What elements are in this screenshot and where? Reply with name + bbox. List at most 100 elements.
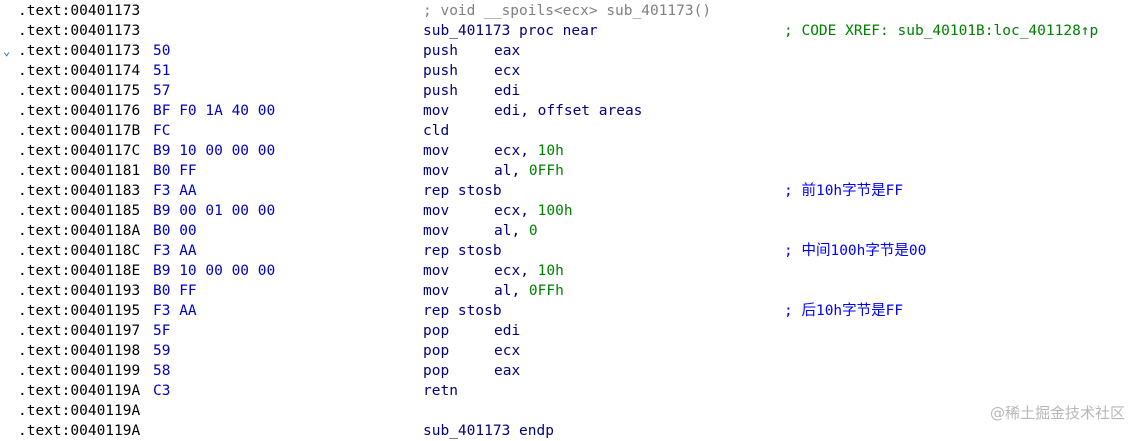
- function-prototype-comment: ; void __spoils<ecx> sub_401173(): [423, 3, 712, 19]
- instruction-mnemonic: mov: [423, 263, 450, 279]
- listing-line[interactable]: .text:00401181 B0 FF mov al, 0FFh: [0, 161, 1139, 181]
- listing-line[interactable]: .text:00401173 ; void __spoils<ecx> sub_4…: [0, 1, 1139, 21]
- line-address: .text:00401185: [18, 203, 141, 219]
- listing-line[interactable]: .text:0040118C F3 AA rep stosb ; 中间100h字节是0…: [0, 241, 1139, 261]
- opcode-bytes: B0 FF: [153, 283, 197, 299]
- opcode-bytes: F3 AA: [153, 243, 197, 259]
- listing-line[interactable]: .text:00401175 57 push edi: [0, 81, 1139, 101]
- listing-line[interactable]: .text:0040119A: [0, 401, 1139, 421]
- listing-line[interactable]: .text:00401195 F3 AA rep stosb ; 后10h字节是FF: [0, 301, 1139, 321]
- watermark: @稀土掘金技术社区: [989, 404, 1125, 422]
- listing-line[interactable]: .text:0040119A C3 retn: [0, 381, 1139, 401]
- opcode-bytes: 58: [153, 363, 171, 379]
- listing-line[interactable]: .text:00401173 sub_401173 proc near ; CODE…: [0, 21, 1139, 41]
- listing-line[interactable]: .text:00401174 51 push ecx: [0, 61, 1139, 81]
- instruction-mnemonic: push: [423, 83, 458, 99]
- instruction-operands: al, 0: [494, 223, 538, 239]
- line-address: .text:00401197: [18, 323, 141, 339]
- line-address: .text:00401173: [18, 3, 141, 19]
- instruction-operands: edi, offset areas: [494, 103, 643, 119]
- instruction-mnemonic: mov: [423, 223, 450, 239]
- instruction-mnemonic: rep stosb: [423, 243, 502, 259]
- line-address: .text:00401183: [18, 183, 141, 199]
- instruction-mnemonic: push: [423, 43, 458, 59]
- line-address: .text:0040117C: [18, 143, 141, 159]
- collapse-arrow-icon[interactable]: ⌄: [3, 44, 11, 58]
- instruction-operands: eax: [494, 43, 521, 59]
- instruction-mnemonic: mov: [423, 163, 450, 179]
- line-address: .text:0040118A: [18, 223, 141, 239]
- instruction-operands: eax: [494, 363, 521, 379]
- listing-line[interactable]: .text:0040119A sub_401173 endp: [0, 421, 1139, 441]
- opcode-bytes: C3: [153, 383, 171, 399]
- line-address: .text:00401195: [18, 303, 141, 319]
- listing-line[interactable]: .text:0040118A B0 00 mov al, 0: [0, 221, 1139, 241]
- opcode-bytes: 59: [153, 343, 171, 359]
- line-address: .text:0040118E: [18, 263, 141, 279]
- opcode-bytes: F3 AA: [153, 183, 197, 199]
- opcode-bytes: B0 FF: [153, 163, 197, 179]
- instruction-operands: ecx, 100h: [494, 203, 573, 219]
- opcode-bytes: F3 AA: [153, 303, 197, 319]
- line-comment: ; 中间100h字节是00: [784, 243, 927, 259]
- line-address: .text:0040118C: [18, 243, 141, 259]
- instruction-operands: ecx, 10h: [494, 263, 564, 279]
- opcode-bytes: FC: [153, 123, 171, 139]
- instruction-operands: ecx, 10h: [494, 143, 564, 159]
- instruction-operands: edi: [494, 323, 521, 339]
- line-address: .text:00401198: [18, 343, 141, 359]
- instruction-mnemonic: rep stosb: [423, 303, 502, 319]
- proc-directive: sub_401173 proc near: [423, 23, 598, 39]
- opcode-bytes: BF F0 1A 40 00: [153, 103, 276, 119]
- listing-line[interactable]: .text:00401198 59 pop ecx: [0, 341, 1139, 361]
- instruction-operands: al, 0FFh: [494, 283, 564, 299]
- listing-line[interactable]: .text:00401176 BF F0 1A 40 00 mov edi, offs…: [0, 101, 1139, 121]
- listing-line[interactable]: .text:00401183 F3 AA rep stosb ; 前10h字节是FF: [0, 181, 1139, 201]
- opcode-bytes: 50: [153, 43, 171, 59]
- instruction-operands: ecx: [494, 343, 521, 359]
- instruction-operands: al, 0FFh: [494, 163, 564, 179]
- line-address: .text:00401173: [18, 43, 141, 59]
- opcode-bytes: B0 00: [153, 223, 197, 239]
- instruction-mnemonic: mov: [423, 203, 450, 219]
- listing-line[interactable]: .text:0040117C B9 10 00 00 00 mov ecx, 10h: [0, 141, 1139, 161]
- instruction-mnemonic: mov: [423, 143, 450, 159]
- instruction-mnemonic: push: [423, 63, 458, 79]
- opcode-bytes: 51: [153, 63, 171, 79]
- opcode-bytes: 57: [153, 83, 171, 99]
- line-address: .text:00401181: [18, 163, 141, 179]
- listing-line[interactable]: .text:00401197 5F pop edi: [0, 321, 1139, 341]
- line-address: .text:00401193: [18, 283, 141, 299]
- instruction-mnemonic: retn: [423, 383, 458, 399]
- listing-line[interactable]: .text:0040117B FC cld: [0, 121, 1139, 141]
- line-comment: ; 前10h字节是FF: [784, 183, 904, 199]
- line-address: .text:00401173: [18, 23, 141, 39]
- proc-directive: sub_401173 endp: [423, 423, 554, 439]
- opcode-bytes: B9 10 00 00 00: [153, 143, 276, 159]
- instruction-mnemonic: rep stosb: [423, 183, 502, 199]
- instruction-mnemonic: cld: [423, 123, 450, 139]
- line-address: .text:00401176: [18, 103, 141, 119]
- instruction-operands: ecx: [494, 63, 521, 79]
- listing-line[interactable]: ⌄ .text:00401173 50 push eax: [0, 41, 1139, 61]
- line-address: .text:0040119A: [18, 383, 141, 399]
- instruction-mnemonic: pop: [423, 323, 450, 339]
- line-address: .text:00401174: [18, 63, 141, 79]
- opcode-bytes: B9 10 00 00 00: [153, 263, 276, 279]
- xref-comment: ; CODE XREF: sub_40101B:loc_401128↑p: [784, 23, 1099, 39]
- line-comment: ; 后10h字节是FF: [784, 303, 904, 319]
- instruction-mnemonic: mov: [423, 103, 450, 119]
- instruction-operands: edi: [494, 83, 521, 99]
- line-address: .text:00401175: [18, 83, 141, 99]
- opcode-bytes: 5F: [153, 323, 171, 339]
- listing-line[interactable]: .text:0040118E B9 10 00 00 00 mov ecx, 10h: [0, 261, 1139, 281]
- line-address: .text:00401199: [18, 363, 141, 379]
- line-address: .text:0040119A: [18, 423, 141, 439]
- listing-line[interactable]: .text:00401193 B0 FF mov al, 0FFh: [0, 281, 1139, 301]
- instruction-mnemonic: mov: [423, 283, 450, 299]
- instruction-mnemonic: pop: [423, 343, 450, 359]
- line-address: .text:0040117B: [18, 123, 141, 139]
